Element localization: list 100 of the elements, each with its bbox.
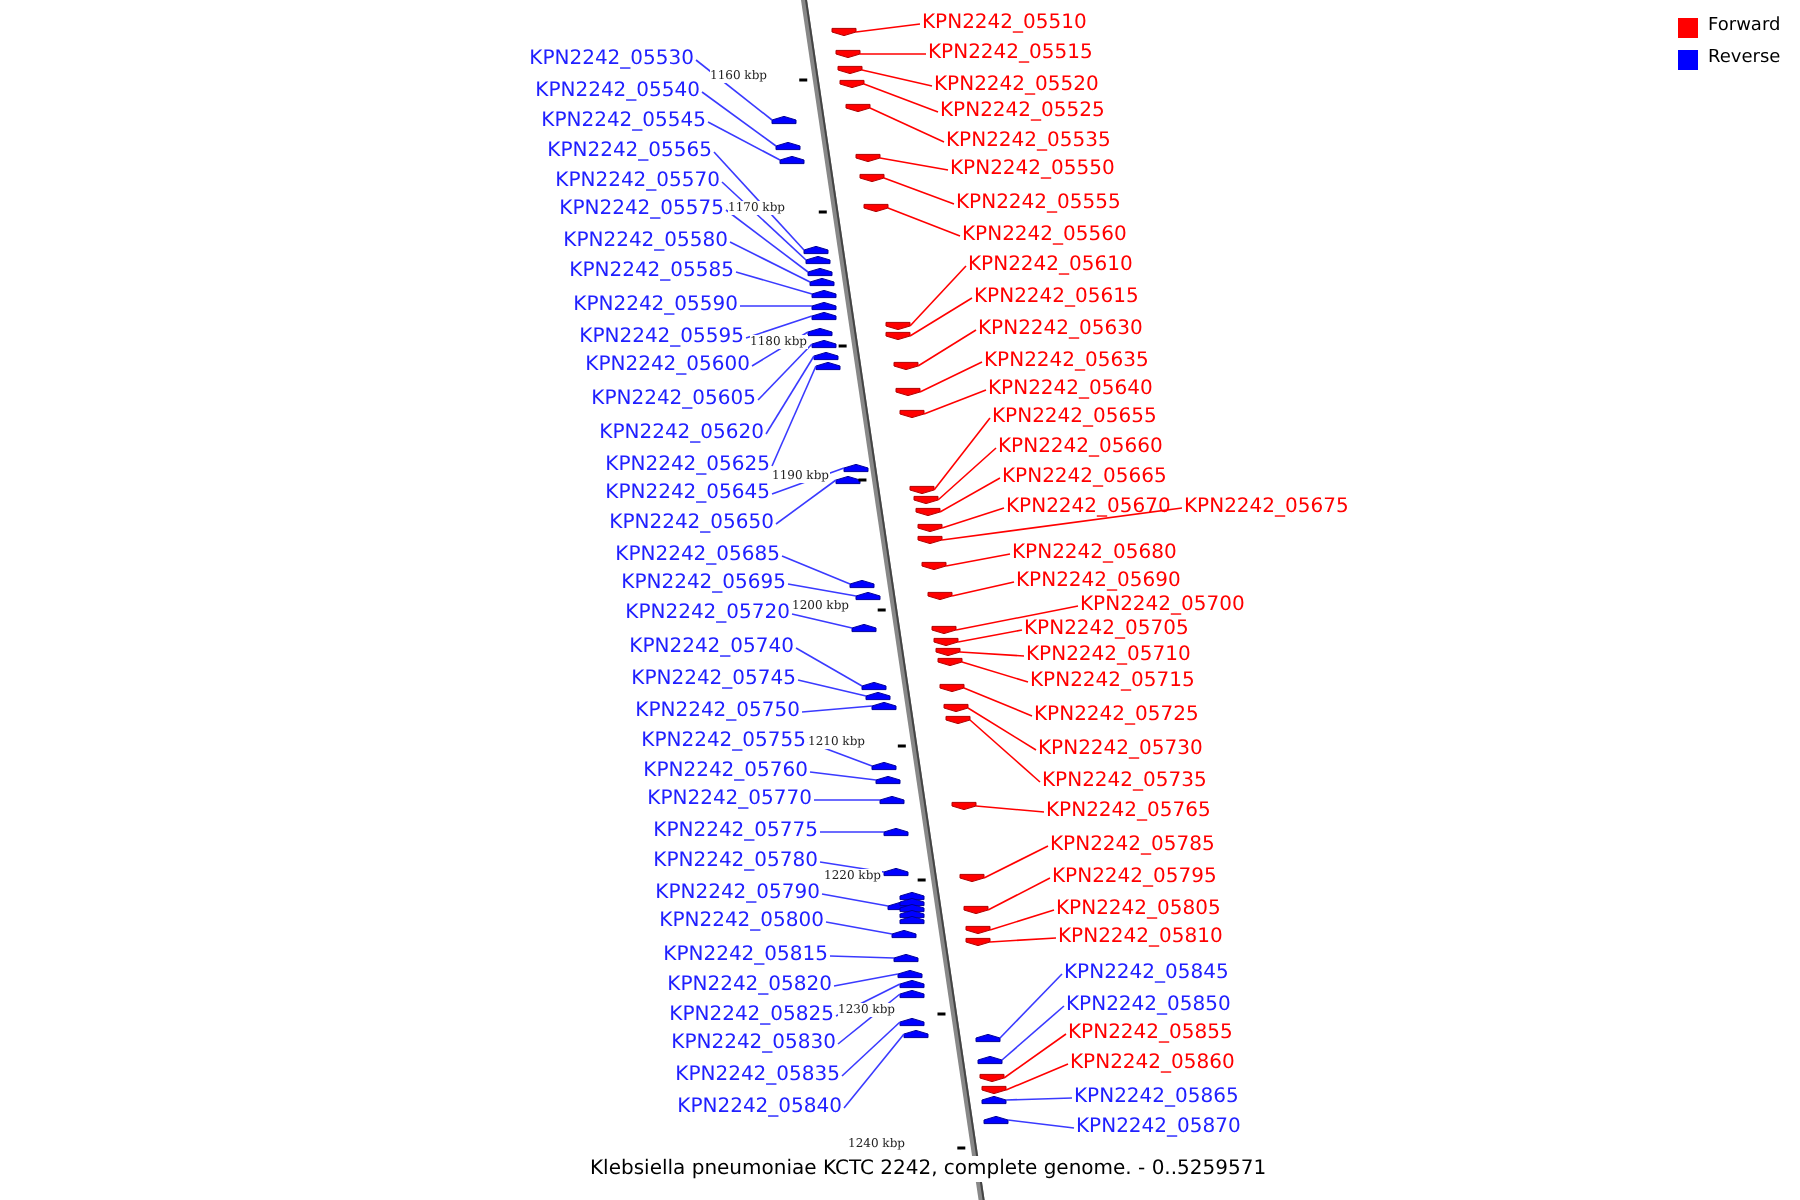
gene-marker <box>897 969 923 979</box>
gene-marker <box>893 953 919 963</box>
legend-label: Reverse <box>1708 48 1781 70</box>
leader-line <box>969 719 1041 783</box>
gene-label: KPN2242_05645 <box>605 482 770 506</box>
gene-marker <box>981 1095 1007 1105</box>
gene-marker <box>965 937 991 947</box>
gene-marker <box>813 351 839 361</box>
gene-label: KPN2242_05775 <box>653 820 818 844</box>
leader-line <box>919 361 983 393</box>
gene-marker <box>839 79 865 89</box>
gene-label: KPN2242_05685 <box>615 544 780 568</box>
leader-line <box>963 687 1033 717</box>
gene-label: KPN2242_05560 <box>962 224 1127 248</box>
gene-marker <box>939 683 965 693</box>
gene-marker <box>899 409 925 419</box>
gene-label: KPN2242_05715 <box>1030 670 1195 694</box>
leader-line <box>859 53 927 55</box>
gene-marker <box>809 277 835 287</box>
gene-marker <box>951 801 977 811</box>
gene-marker <box>917 523 943 533</box>
gene-marker <box>851 623 877 633</box>
gene-marker <box>909 485 935 495</box>
gene-marker <box>899 979 925 989</box>
gene-marker <box>885 331 911 341</box>
gene-marker <box>891 929 917 939</box>
gene-marker <box>855 591 881 601</box>
leader-line <box>795 647 863 687</box>
gene-label: KPN2242_05655 <box>992 406 1157 430</box>
leader-line <box>801 705 873 713</box>
gene-marker <box>917 535 943 545</box>
gene-marker <box>883 867 909 877</box>
gene-marker <box>899 1017 925 1027</box>
gene-label: KPN2242_05780 <box>653 850 818 874</box>
gene-marker <box>805 255 831 265</box>
gene-label: KPN2242_05845 <box>1064 962 1229 986</box>
gene-label: KPN2242_05820 <box>667 974 832 998</box>
caption: Klebsiella pneumoniae KCTC 2242, complete genome. - 0..5259571 <box>590 1156 1267 1182</box>
gene-marker <box>845 103 871 113</box>
gene-label: KPN2242_05660 <box>998 436 1163 460</box>
leader-line <box>941 507 1183 541</box>
leader-line <box>955 605 1079 631</box>
leader-line <box>825 921 893 935</box>
gene-marker <box>899 989 925 999</box>
gene-label: KPN2242_05710 <box>1026 644 1191 668</box>
gene-label: KPN2242_05665 <box>1002 466 1167 490</box>
gene-marker <box>921 561 947 571</box>
gene-label: KPN2242_05830 <box>671 1032 836 1056</box>
leader-line <box>765 355 815 435</box>
gene-marker <box>879 795 905 805</box>
gene-label: KPN2242_05615 <box>974 286 1139 310</box>
gene-label: KPN2242_05850 <box>1066 994 1231 1018</box>
gene-label: KPN2242_05535 <box>946 130 1111 154</box>
gene-label: KPN2242_05620 <box>599 422 764 446</box>
leader-line <box>1005 1063 1069 1091</box>
leader-line <box>1005 1097 1073 1101</box>
leader-line <box>987 877 1051 911</box>
leader-line <box>757 343 813 401</box>
gene-marker <box>807 327 833 337</box>
leader-line <box>967 707 1037 751</box>
gene-label: KPN2242_05840 <box>677 1096 842 1120</box>
leader-line <box>909 297 973 337</box>
leader-line <box>701 91 777 147</box>
gene-marker <box>945 715 971 725</box>
leader-line <box>909 265 967 327</box>
leader-line <box>725 209 809 273</box>
gene-marker <box>915 507 941 517</box>
leader-line <box>989 937 1057 943</box>
gene-marker <box>883 827 909 837</box>
gene-marker <box>893 361 919 371</box>
leader-line <box>843 1033 905 1109</box>
gene-label: KPN2242_05770 <box>647 788 812 812</box>
gene-label: KPN2242_05835 <box>675 1064 840 1088</box>
gene-marker <box>975 1033 1001 1043</box>
gene-label: KPN2242_05595 <box>579 326 744 350</box>
leader-line <box>771 365 817 467</box>
gene-label: KPN2242_05745 <box>631 668 796 692</box>
leader-line <box>869 107 945 143</box>
gene-label: KPN2242_05630 <box>978 318 1143 342</box>
gene-marker <box>837 65 863 75</box>
gene-marker <box>807 267 833 277</box>
leader-line <box>735 271 813 295</box>
gene-label: KPN2242_05810 <box>1058 926 1223 950</box>
gene-label: KPN2242_05640 <box>988 378 1153 402</box>
leader-line <box>957 629 1023 643</box>
gene-label: KPN2242_05585 <box>569 260 734 284</box>
gene-label: KPN2242_05565 <box>547 140 712 164</box>
leader-line <box>937 447 997 501</box>
gene-label: KPN2242_05790 <box>655 882 820 906</box>
leader-line <box>745 315 813 339</box>
leader-line <box>829 955 895 959</box>
leader-line <box>861 69 933 87</box>
gene-marker <box>933 637 959 647</box>
gene-label: KPN2242_05605 <box>591 388 756 412</box>
gene-label: KPN2242_05555 <box>956 192 1121 216</box>
gene-marker <box>855 153 881 163</box>
gene-label: KPN2242_05625 <box>605 454 770 478</box>
leader-line <box>879 157 949 171</box>
gene-label: KPN2242_05765 <box>1046 800 1211 824</box>
leader-line <box>959 651 1025 657</box>
